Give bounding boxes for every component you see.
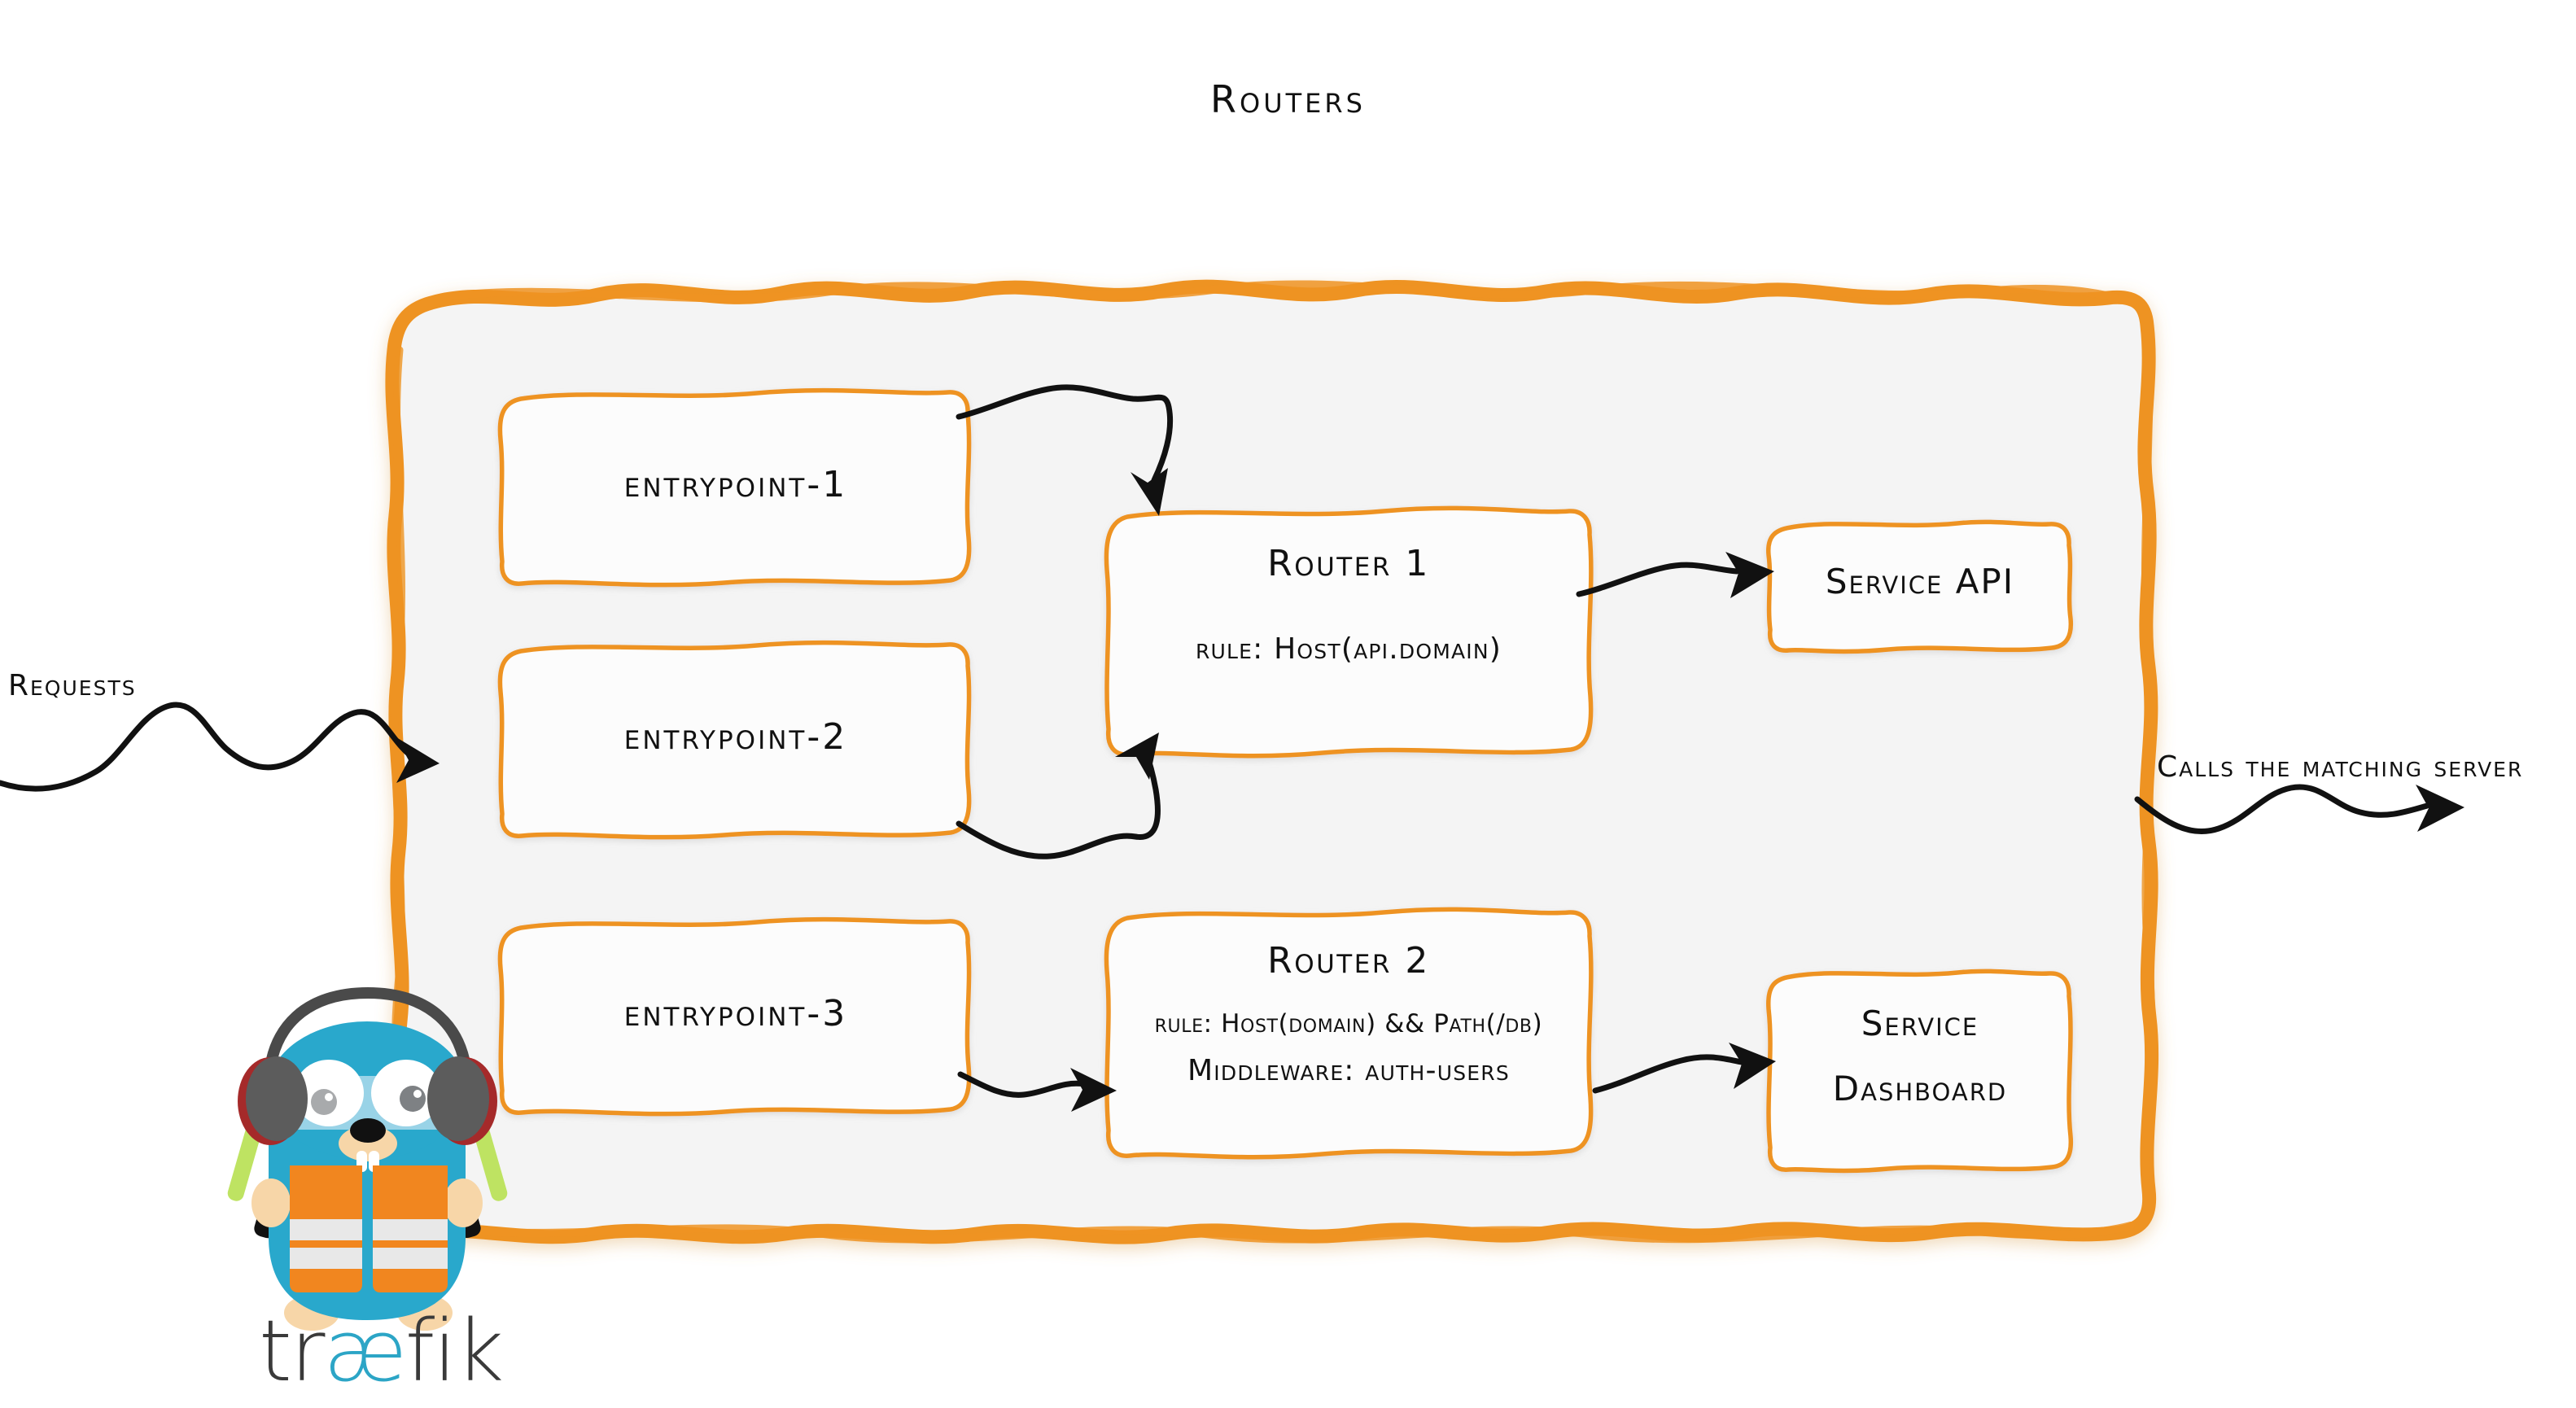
service-api-box[interactable]	[1766, 519, 2074, 654]
router-1[interactable]: Router 1 rule: Host(api.domain)	[1107, 533, 1590, 753]
service-api-label: Service API	[1825, 562, 2015, 601]
page-title: Routers	[0, 77, 2576, 121]
router-2-title: Router 2	[1267, 940, 1430, 982]
entrypoint-2-label: entrypoint-2	[623, 716, 848, 758]
traefik-gopher-mascot	[227, 986, 508, 1331]
router-2-box[interactable]	[1104, 907, 1594, 1160]
entrypoint-1-box[interactable]	[497, 387, 972, 588]
arrow-entrypoint1-router1	[956, 384, 1174, 516]
requests-label: Requests	[8, 669, 137, 702]
entrypoint-2[interactable]: entrypoint-2	[502, 716, 969, 765]
router-1-title: Router 1	[1267, 543, 1430, 584]
router-1-rule: rule: Host(api.domain)	[1195, 632, 1502, 666]
entrypoint-3-box[interactable]	[497, 916, 972, 1117]
calls-matching-server-label: Calls the matching server	[2157, 750, 2524, 784]
arrow-entrypoint2-router1	[956, 732, 1161, 859]
requests-arrow	[0, 702, 440, 792]
entrypoint-1-label: entrypoint-1	[623, 464, 848, 505]
traefik-wordmark: træfik	[259, 1309, 504, 1393]
service-dashboard-box[interactable]	[1766, 969, 2074, 1174]
arrow-entrypoint3-router2	[957, 1068, 1117, 1112]
wordmark-post: fik	[405, 1301, 505, 1401]
service-api[interactable]: Service API	[1769, 562, 2071, 619]
arrow-router1-service-api	[1576, 552, 1774, 598]
router-2[interactable]: Router 2 rule: Host(domain) && Path(/db)…	[1107, 932, 1590, 1152]
calls-matching-server-arrow	[2134, 784, 2464, 835]
entrypoint-1[interactable]: entrypoint-1	[502, 464, 969, 513]
page-title-text: Routers	[1210, 77, 1366, 121]
router-2-middleware: Middleware: auth-users	[1187, 1054, 1510, 1087]
wordmark-ae-ligature: æ	[323, 1301, 407, 1401]
service-dashboard[interactable]: Service Dashboard	[1769, 997, 2071, 1143]
router-2-rule: rule: Host(domain) && Path(/db)	[1154, 1009, 1543, 1039]
entrypoint-3-label: entrypoint-3	[623, 993, 848, 1034]
router-1-box[interactable]	[1104, 505, 1594, 759]
arrow-router2-service-dashboard	[1592, 1043, 1776, 1094]
entrypoint-3[interactable]: entrypoint-3	[502, 993, 969, 1042]
service-dashboard-label-2: Dashboard	[1832, 1069, 2008, 1108]
entrypoint-2-box[interactable]	[497, 640, 972, 840]
wordmark-pre: tr	[259, 1301, 326, 1401]
service-dashboard-label-1: Service	[1861, 1004, 1979, 1043]
